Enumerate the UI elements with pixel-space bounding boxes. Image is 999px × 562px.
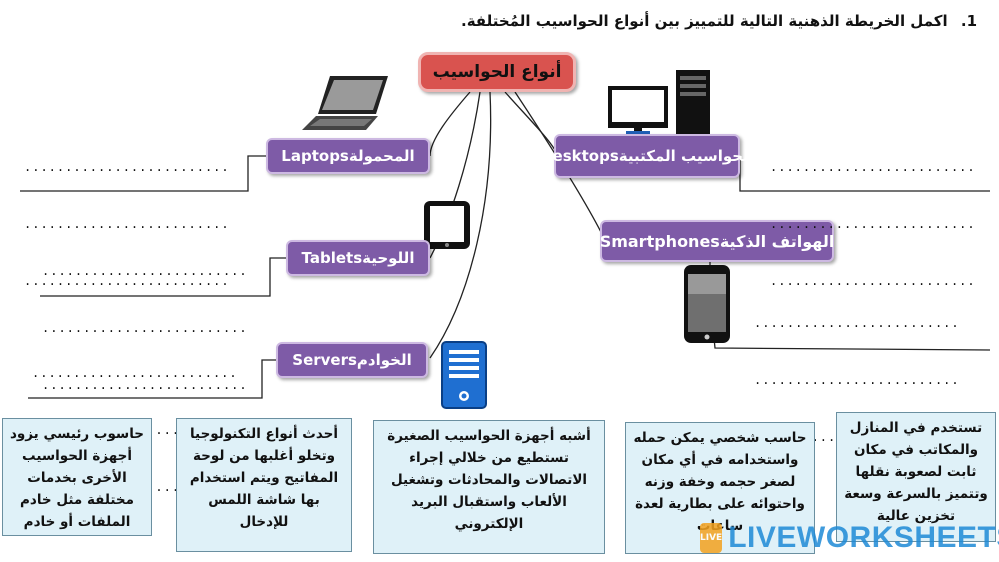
dotted-line: ................................ <box>770 274 976 288</box>
description-card-smartphones[interactable]: أشبه أجهزة الحواسيب الصغيرة تستطيع من خل… <box>373 420 605 554</box>
liveworksheets-logo-icon: LIVE <box>700 523 723 553</box>
dotted-line: ................................ <box>770 217 976 231</box>
dotted-line: ................................ <box>770 160 976 174</box>
root-node: أنواع الحواسيب <box>418 52 576 92</box>
dotted-line: ................................ <box>42 264 248 278</box>
node-tablets: اللوحيةTablets <box>286 240 430 276</box>
dotted-line: ................................ <box>42 321 248 335</box>
description-card-laptops[interactable]: حاسب شخصي يمكن حمله واستخدامه في أي مكان… <box>625 422 815 554</box>
desktop-icon <box>608 70 710 135</box>
dotted-line: ................................ <box>32 366 238 380</box>
question-prompt: اكمل الخريطة الذهنية التالية للتمييز بين… <box>461 12 948 30</box>
question-number: 1. <box>960 12 977 30</box>
node-laptops: المحمولةLaptops <box>266 138 430 174</box>
node-smartphones: الهواتف الذكيةSmartphones <box>600 220 834 262</box>
desktops-answer-lines: ................................ .......… <box>770 120 976 310</box>
watermark-text: LIVEWORKSHEETS <box>728 521 999 554</box>
server-icon <box>441 341 487 409</box>
question-text: 1. اكمل الخريطة الذهنية التالية للتمييز … <box>277 12 977 30</box>
description-card-desktops[interactable]: تستخدم في المنازل والمكاتب في مكان ثابت … <box>836 412 996 542</box>
smartphone-icon <box>684 265 730 343</box>
node-servers: الخوادمServers <box>276 342 428 378</box>
dotted-line: ................................ <box>24 274 230 288</box>
dotted-line: ................................ <box>24 160 230 174</box>
dotted-line: ................................ <box>754 373 960 387</box>
tablets-answer-lines: ................................ .......… <box>42 224 248 414</box>
description-card-servers[interactable]: حاسوب رئيسي يزود أجهزة الحواسيب الأخرى ب… <box>2 418 152 536</box>
laptop-icon <box>302 76 388 130</box>
dotted-line: ................................ <box>754 316 960 330</box>
description-card-tablets[interactable]: أحدث أنواع التكنولوجيا وتخلو أغلبها من ل… <box>176 418 352 552</box>
dotted-line: ................................ <box>42 378 248 392</box>
node-desktops: الحواسيب المكتبيةDesktops <box>540 134 754 178</box>
dotted-line: ................................ <box>24 217 230 231</box>
liveworksheets-watermark: LIVE LIVEWORKSHEETS <box>700 520 999 556</box>
laptops-answer-lines: ................................ .......… <box>24 120 230 310</box>
tablet-icon <box>424 201 470 249</box>
